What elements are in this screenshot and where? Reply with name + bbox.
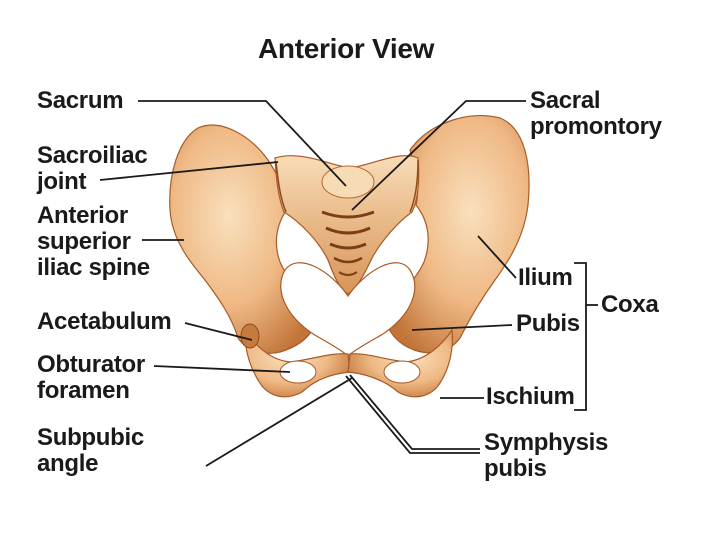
leader-sacrum xyxy=(138,100,347,187)
label-subpubic-1: Subpubic xyxy=(37,424,144,451)
right-obturator-foramen xyxy=(383,360,421,384)
leader-symphysis-b xyxy=(345,375,480,454)
leader-symphysis-a xyxy=(349,374,480,450)
diagram-title: Anterior View xyxy=(258,33,435,64)
label-asis-3: iliac spine xyxy=(37,254,150,281)
label-obturator-1: Obturator xyxy=(37,351,145,378)
label-sacral-promontory-1: Sacral xyxy=(530,87,601,114)
label-sacral-promontory-2: promontory xyxy=(530,113,662,140)
label-ilium: Ilium xyxy=(518,264,573,291)
coxa-bracket xyxy=(574,262,587,411)
label-asis-1: Anterior xyxy=(37,202,128,229)
left-acetabulum xyxy=(240,323,260,349)
leader-sacroiliac xyxy=(99,161,279,181)
leader-subpubic xyxy=(205,377,353,467)
label-ischium: Ischium xyxy=(486,383,575,410)
leader-lines xyxy=(99,100,598,467)
leader-sacral-promontory xyxy=(351,100,526,211)
label-acetabulum: Acetabulum xyxy=(37,308,172,335)
sacrum-bone xyxy=(274,155,420,295)
label-pubis: Pubis xyxy=(516,310,580,337)
label-sacrum: Sacrum xyxy=(37,87,124,114)
leader-ilium xyxy=(477,235,517,279)
label-symphysis-1: Symphysis xyxy=(484,429,609,456)
left-ilium xyxy=(169,124,319,355)
leader-pubis xyxy=(411,324,513,331)
leader-acetabulum xyxy=(184,322,253,341)
leader-obturator xyxy=(153,365,291,373)
label-symphysis-2: pubis xyxy=(484,455,547,482)
right-ilium xyxy=(383,114,530,354)
label-asis-2: superior xyxy=(37,228,131,255)
promontory-bump xyxy=(321,165,375,199)
label-obturator-2: foramen xyxy=(37,377,130,404)
label-sacroiliac-1: Sacroiliac xyxy=(37,142,148,169)
label-subpubic-2: angle xyxy=(37,450,99,477)
label-sacroiliac-2: joint xyxy=(37,168,87,195)
label-coxa: Coxa xyxy=(601,291,659,318)
